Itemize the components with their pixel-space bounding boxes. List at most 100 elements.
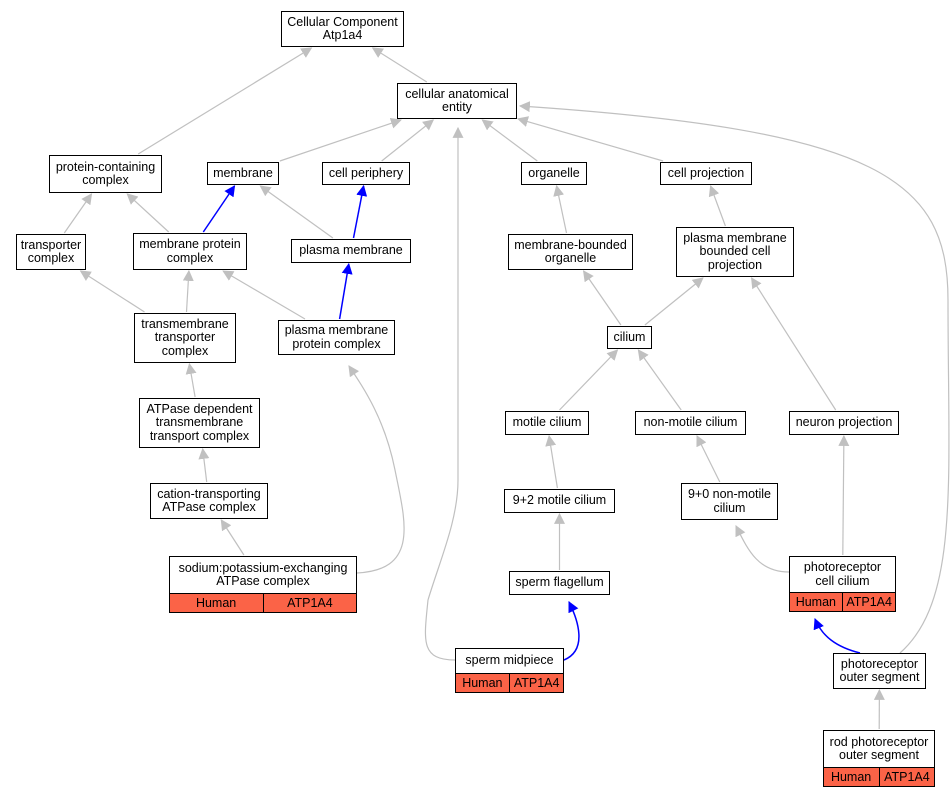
node-label-line: organelle	[528, 165, 580, 180]
node-label-line: bounded cell	[699, 244, 771, 259]
edge-is-a-pmbcp-to-cellproj	[708, 184, 726, 227]
edge-is-a-cilium-to-pmbcp	[644, 277, 704, 326]
annotation-species: Human	[795, 595, 836, 610]
edge-part-of-spermmid-to-spermflag	[563, 601, 580, 661]
node-label-line: motile cilium	[512, 415, 582, 430]
node-label-line: transporter	[154, 330, 216, 345]
node-label-line: cilium	[613, 329, 646, 344]
annotation-gene: ATP1A4	[262, 594, 357, 613]
node-label-line: sperm midpiece	[465, 653, 554, 668]
edge-is-a-mbo-to-organelle	[553, 184, 568, 234]
node-label: motile cilium	[506, 412, 588, 434]
node-label-line: complex	[27, 251, 75, 265]
edge-is-a-ninezero-to-nonmotile	[696, 435, 721, 483]
node-label-line: non-motile cilium	[643, 415, 738, 430]
node-label: organelle	[522, 163, 586, 184]
edge-is-a-cae-to-root	[371, 47, 428, 83]
annotation-species: Human	[462, 676, 503, 691]
annotation-species: Human	[195, 596, 237, 611]
node-label-line: cation-transporting	[157, 486, 261, 501]
node-label-line: sperm flagellum	[515, 575, 604, 590]
node-label-line: Atp1a4	[322, 28, 363, 42]
edge-is-a-tmtc-to-transporter	[79, 270, 145, 313]
node-label: 9+2 motile cilium	[505, 490, 614, 512]
node-organelle[interactable]: organelle	[521, 162, 587, 185]
node-label: neuron projection	[790, 412, 898, 434]
node-label: sperm midpiece	[456, 649, 563, 673]
node-label-line: 9+2 motile cilium	[512, 493, 607, 508]
node-label: sperm flagellum	[510, 572, 609, 594]
edge-is-a-photoouter-to-cae	[518, 101, 950, 654]
node-label-line: complex	[166, 250, 214, 265]
edge-is-a-plasmamem-to-membrane	[259, 185, 334, 239]
node-cilium[interactable]: cilium	[607, 326, 652, 349]
node-label-line: Cellular Component	[287, 14, 398, 29]
annotation-row: Human ATP1A4	[822, 767, 936, 788]
node-label-line: transport complex	[149, 428, 250, 443]
edge-is-a-motile-to-cilium	[559, 349, 619, 411]
edge-is-a-organelle-to-cae	[481, 119, 538, 162]
node-spermflag[interactable]: sperm flagellum	[509, 571, 610, 595]
node-label-line: ATPase complex	[162, 500, 256, 514]
node-label: membrane	[208, 163, 278, 184]
annotation-species: Human	[830, 770, 872, 785]
edge-part-of-memprot-to-membrane	[202, 185, 236, 233]
node-nonmotile[interactable]: non-motile cilium	[635, 411, 746, 435]
node-plasmamem[interactable]: plasma membrane	[291, 239, 411, 263]
edge-is-a-transporter-to-pcc	[63, 193, 93, 234]
edge-is-a-cilium-to-mbo	[582, 270, 622, 326]
annotation-gene: ATP1A4	[878, 768, 935, 787]
node-label-line: projection	[707, 257, 763, 272]
node-label-line: organelle	[544, 251, 597, 265]
node-label-line: transmembrane	[155, 415, 244, 430]
node-motile[interactable]: motile cilium	[505, 411, 589, 435]
node-label-line: 9+0 non-motile	[687, 487, 772, 501]
node-label-line: cell projection	[667, 165, 745, 180]
node-label-line: ATPase complex	[216, 574, 310, 588]
node-label-line: cilium	[713, 500, 746, 515]
node-ninetwo[interactable]: 9+2 motile cilium	[504, 489, 615, 513]
node-membrane[interactable]: membrane	[207, 162, 279, 185]
annotation-row: Human ATP1A4	[168, 593, 358, 614]
node-neuronproj[interactable]: neuron projection	[789, 411, 899, 435]
node-label-line: plasma membrane	[299, 243, 403, 258]
edge-is-a-nonmotile-to-cilium	[637, 349, 682, 411]
node-label-line: transporter	[20, 237, 82, 252]
node-label-line: plasma membrane	[284, 323, 389, 337]
edge-is-a-neuronproj-to-pmbcp	[751, 277, 837, 411]
node-cellper[interactable]: cell periphery	[322, 162, 410, 185]
node-label-line: plasma membrane	[683, 230, 787, 245]
node-label-line: ATPase dependent	[146, 401, 253, 416]
edge-is-a-atpdep-to-tmtc	[185, 362, 197, 398]
node-cellproj[interactable]: cell projection	[660, 162, 752, 185]
node-label: cilium	[608, 327, 651, 348]
